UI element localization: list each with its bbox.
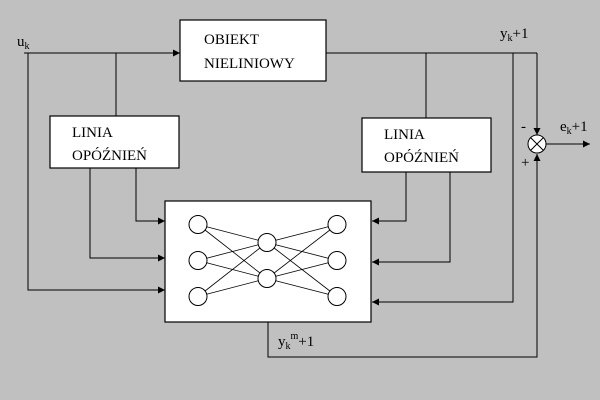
summing-junction <box>527 134 547 154</box>
delay-line-right: LINIA OPÓŹNIEŃ <box>361 117 492 173</box>
wire-delay-left-out-1 <box>135 168 165 225</box>
network-connection <box>266 224 338 243</box>
network-connection <box>266 224 338 279</box>
network-connection <box>197 278 268 297</box>
neural-network-block <box>164 200 372 323</box>
neuron <box>257 233 277 252</box>
neuron <box>188 251 208 270</box>
delay-left-label-line2: OPÓŹNIEŃ <box>72 147 147 164</box>
wire-model-output-to-sum <box>267 154 541 358</box>
network-connection <box>197 242 268 297</box>
plant-block: OBIEKT NIELINIOWY <box>179 19 327 82</box>
wire-delay-left-out-2 <box>89 168 165 262</box>
wire-delay-right-out-1 <box>372 172 407 225</box>
wire-delay-right-out-2 <box>372 172 451 266</box>
delay-line-left: LINIA OPÓŹNIEŃ <box>49 115 180 169</box>
wire-output-to-network <box>372 53 514 306</box>
neuron <box>327 251 347 270</box>
input-signal-label: uk <box>17 34 30 52</box>
neuron <box>327 287 347 306</box>
wire-input-to-network <box>27 53 165 294</box>
network-connection <box>266 260 338 279</box>
network-connection <box>197 224 268 243</box>
network-connections <box>197 224 338 297</box>
network-connection <box>197 242 268 261</box>
delay-left-label-line1: LINIA <box>72 125 113 141</box>
network-neurons <box>188 215 347 306</box>
neuron <box>257 269 277 288</box>
plant-output-label: yk+1 <box>500 26 528 44</box>
model-output-label: ykm+1 <box>278 331 314 352</box>
neuron <box>327 215 347 234</box>
neuron <box>188 287 208 306</box>
delay-right-label-line1: LINIA <box>384 127 425 143</box>
delay-right-label-line2: OPÓŹNIEŃ <box>384 149 459 166</box>
error-output-label: ek+1 <box>560 119 588 137</box>
plant-label-line2: NIELINIOWY <box>204 56 295 72</box>
plant-label-line1: OBIEKT <box>204 32 259 48</box>
neuron <box>188 215 208 234</box>
network-connection <box>266 278 338 297</box>
sum-minus-sign: - <box>521 119 526 135</box>
sum-plus-sign: + <box>521 155 529 171</box>
